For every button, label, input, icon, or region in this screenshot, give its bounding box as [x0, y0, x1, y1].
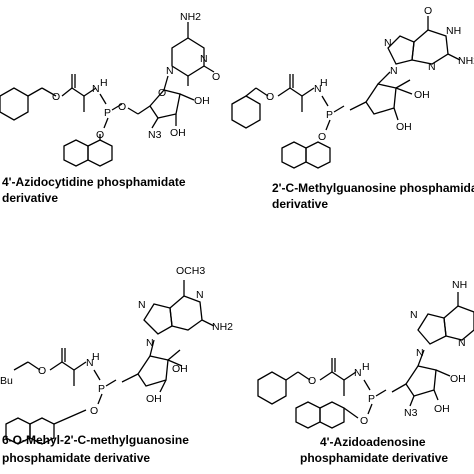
carbonyl-o: O — [212, 71, 220, 83]
n1-h: NH — [446, 25, 461, 37]
benzene-ring — [231, 95, 261, 129]
caption-line-1: 4'-Azidoadenosine — [320, 435, 426, 449]
imidazole-ring — [387, 35, 415, 65]
naphthyl-ring-b — [281, 141, 307, 169]
ester-oxygen: O — [266, 91, 274, 103]
phosphorus: P — [104, 107, 111, 119]
aryl-o: O — [90, 405, 98, 417]
hydroxyl-3: OH — [434, 403, 450, 415]
phosphorus: P — [326, 109, 333, 121]
caption-line-2: phosphamidate derivative — [2, 451, 150, 465]
ribose-ring — [405, 365, 437, 397]
compound-azidocytidine: O N H P O O O N3 OH OH N N — [0, 11, 220, 205]
hydroxyl-2: OH — [450, 373, 466, 385]
naphthyl-ring-b — [5, 417, 31, 445]
imidazole-ring — [143, 303, 173, 335]
hydroxyl-2: OH — [172, 363, 188, 375]
hydroxyl-3: OH — [170, 127, 186, 139]
amide-h: H — [100, 77, 108, 89]
ester-oxygen: O — [308, 375, 316, 387]
naphthyl-ring-a — [305, 141, 331, 169]
n9: N — [390, 65, 398, 77]
amide-n: N — [92, 83, 100, 95]
butyl-group: Bu — [0, 375, 13, 387]
caption-line-2: phosphamidate derivative — [300, 451, 448, 465]
amide-h: H — [362, 361, 370, 373]
ribose-ring — [137, 355, 169, 387]
carbonyl-o: O — [424, 5, 432, 17]
caption-line-2: derivative — [2, 191, 58, 205]
imidazole-ring — [417, 313, 447, 345]
ester-oxygen: O — [52, 91, 60, 103]
benzene-ring — [0, 87, 29, 121]
caption-line-2: derivative — [272, 197, 328, 211]
pyrimidine-ring — [169, 295, 203, 331]
ribose-ring — [365, 83, 397, 115]
amide-n: N — [354, 367, 362, 379]
ester-oxygen: O — [38, 365, 46, 377]
n9: N — [146, 337, 154, 349]
amide-n: N — [86, 357, 94, 369]
azide-n3: N3 — [404, 407, 418, 419]
amino-group: NH2 — [180, 11, 201, 23]
amide-h: H — [92, 351, 100, 363]
n7: N — [384, 37, 392, 49]
naphthyl-ring-a — [87, 139, 113, 167]
pyrimidine-ring — [411, 29, 449, 65]
hydroxyl-3: OH — [396, 121, 412, 133]
hydroxyl-3: OH — [146, 393, 162, 405]
n1: N — [166, 65, 174, 77]
n3: N — [428, 61, 436, 73]
caption-line-1: 4'-Azidocytidine phosphamidate — [2, 175, 186, 189]
n7: N — [138, 299, 146, 311]
compound-azidoadenosine: O N H P O N3 OH OH N N N NH 4'-Azidoaden… — [257, 279, 474, 465]
n3-ring: N — [200, 53, 208, 65]
aryl-o: O — [360, 415, 368, 427]
n1: N — [196, 289, 204, 301]
n7: N — [410, 309, 418, 321]
naphthyl-ring-a — [319, 401, 345, 429]
amino-group: NH — [452, 279, 467, 291]
pyrimidine-ring — [443, 305, 474, 341]
n3: N — [458, 337, 466, 349]
methoxy-group: OCH3 — [176, 265, 205, 277]
amide-n: N — [314, 83, 322, 95]
ribose-ring — [149, 89, 181, 119]
naphthyl-ring-b — [295, 401, 321, 429]
caption-line-1: 2'-C-Methylguanosine phosphamidate — [272, 181, 474, 195]
benzene-ring — [257, 371, 287, 405]
n9: N — [416, 347, 424, 359]
amino-group: NH2 — [212, 321, 233, 333]
phosphate-o: O — [118, 101, 126, 113]
hydroxyl-2: OH — [194, 95, 210, 107]
amino-group: NH2 — [458, 55, 474, 67]
phosphorus: P — [368, 393, 375, 405]
aryl-o: O — [318, 131, 326, 143]
azide-n3: N3 — [148, 129, 162, 141]
ring-oxygen: O — [158, 87, 166, 99]
caption-line-1: 6-O-Mehyl-2'-C-methylguanosine — [2, 433, 189, 447]
naphthyl-ring-b — [63, 139, 89, 167]
hydroxyl-2: OH — [414, 89, 430, 101]
amide-h: H — [320, 77, 328, 89]
compound-o-methyl-methylguanosine: Bu O N H P O OH OH N N N OCH3 NH — [0, 265, 233, 465]
compound-methylguanosine: O N H P O OH OH N N N O NH NH2 2'-C-Me — [231, 5, 474, 211]
phosphorus: P — [98, 383, 105, 395]
